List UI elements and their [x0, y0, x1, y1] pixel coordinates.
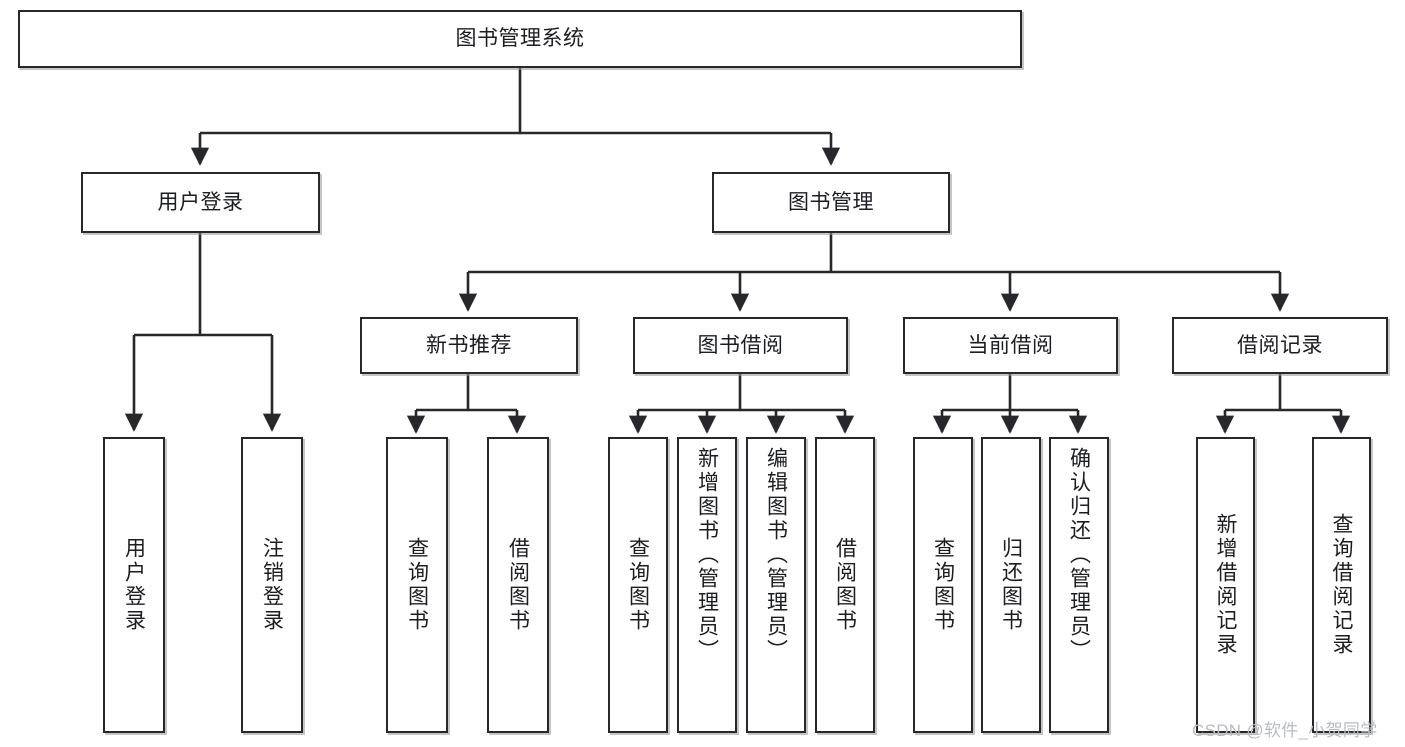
node-book-manage[interactable]: 图书管理 — [712, 172, 950, 233]
node-user-login-label: 用户登录 — [157, 190, 244, 214]
leaf-logout-label: 注销登录 — [260, 537, 284, 633]
leaf-record-add-record-label: 新增借阅记录 — [1214, 513, 1237, 657]
node-borrow-record-label: 借阅记录 — [1237, 333, 1323, 357]
leaf-record-add-record[interactable]: 新增借阅记录 — [1196, 437, 1255, 733]
leaf-borrow-query-book-label: 查询图书 — [626, 537, 650, 633]
node-current-borrow-label: 当前借阅 — [967, 333, 1054, 357]
leaf-current-confirm-return[interactable]: 确认归还（管理员） — [1049, 437, 1109, 733]
leaf-current-return-book[interactable]: 归还图书 — [981, 437, 1041, 733]
leaf-user-login-label: 用户登录 — [122, 537, 146, 633]
leaf-borrow-borrow-book[interactable]: 借阅图书 — [815, 437, 875, 733]
leaf-borrow-edit-book-label: 编辑图书（管理员） — [764, 447, 788, 663]
node-borrow-record[interactable]: 借阅记录 — [1172, 317, 1388, 374]
leaf-logout[interactable]: 注销登录 — [241, 437, 303, 733]
node-root-label: 图书管理系统 — [455, 27, 585, 51]
leaf-borrow-edit-book[interactable]: 编辑图书（管理员） — [746, 437, 806, 733]
leaf-borrow-borrow-book-label: 借阅图书 — [833, 537, 857, 633]
node-new-book-rec[interactable]: 新书推荐 — [360, 317, 578, 374]
leaf-newbook-borrow-book-label: 借阅图书 — [506, 537, 530, 633]
node-user-login[interactable]: 用户登录 — [81, 172, 320, 233]
leaf-user-login[interactable]: 用户登录 — [103, 437, 165, 733]
node-current-borrow[interactable]: 当前借阅 — [903, 317, 1118, 374]
node-root[interactable]: 图书管理系统 — [18, 10, 1022, 68]
leaf-borrow-add-book[interactable]: 新增图书（管理员） — [677, 437, 737, 733]
csdn-watermark: CSDN @软件_小贺同学 — [1192, 721, 1378, 740]
leaf-current-return-book-label: 归还图书 — [999, 537, 1023, 633]
leaf-newbook-query-book-label: 查询图书 — [405, 537, 429, 633]
leaf-record-query-record-label: 查询借阅记录 — [1330, 513, 1353, 657]
node-book-manage-label: 图书管理 — [788, 190, 874, 214]
node-book-borrow[interactable]: 图书借阅 — [633, 317, 848, 374]
leaf-newbook-query-book[interactable]: 查询图书 — [386, 437, 448, 733]
leaf-current-query-book-label: 查询图书 — [931, 537, 955, 633]
leaf-current-confirm-return-label: 确认归还（管理员） — [1067, 447, 1091, 663]
leaf-borrow-query-book[interactable]: 查询图书 — [608, 437, 668, 733]
leaf-newbook-borrow-book[interactable]: 借阅图书 — [487, 437, 549, 733]
leaf-borrow-add-book-label: 新增图书（管理员） — [695, 447, 719, 663]
leaf-current-query-book[interactable]: 查询图书 — [913, 437, 973, 733]
node-new-book-rec-label: 新书推荐 — [426, 333, 512, 357]
node-book-borrow-label: 图书借阅 — [697, 333, 784, 357]
leaf-record-query-record[interactable]: 查询借阅记录 — [1312, 437, 1371, 733]
